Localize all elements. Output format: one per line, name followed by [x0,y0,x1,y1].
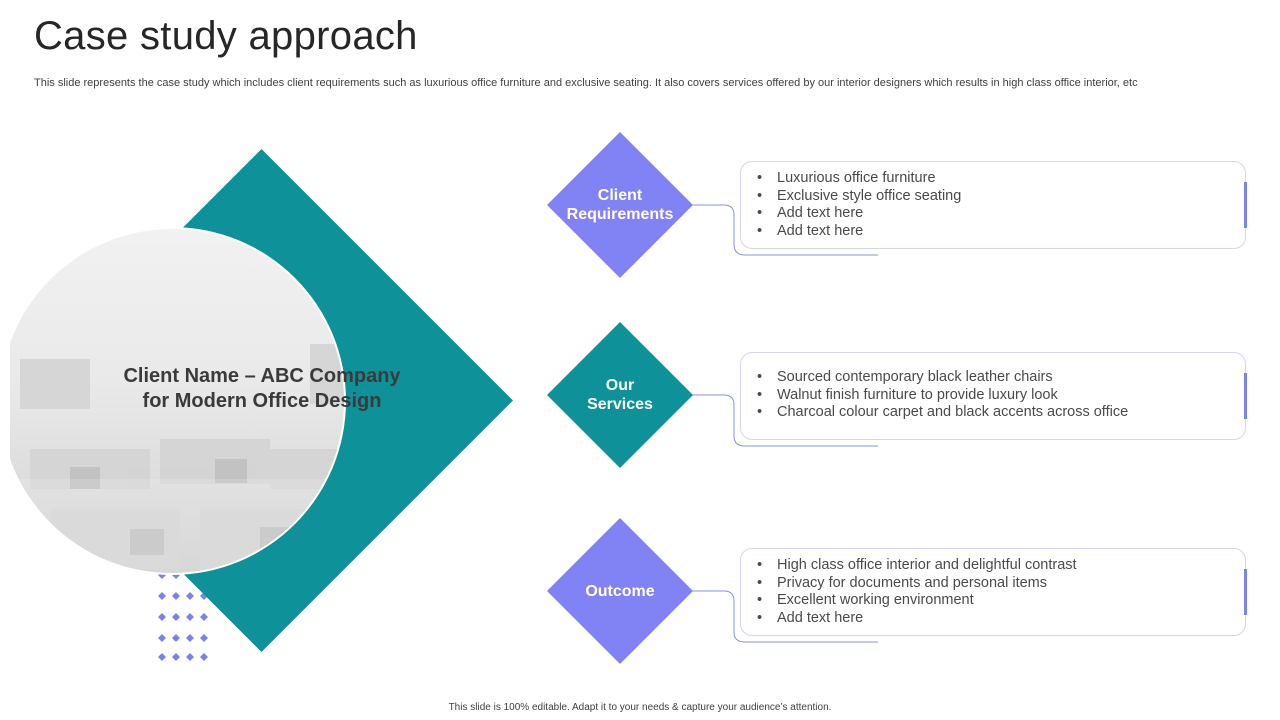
list-item: Add text here [749,205,1235,223]
list-item: Sourced contemporary black leather chair… [749,369,1235,387]
client-requirements-list: Luxurious office furniture Exclusive sty… [749,170,1235,240]
our-services-box: Sourced contemporary black leather chair… [740,352,1247,440]
list-item: Exclusive style office seating [749,188,1235,206]
page-subtitle: This slide represents the case study whi… [34,77,1138,89]
list-item: Walnut finish furniture to provide luxur… [749,387,1235,405]
list-item: Excellent working environment [749,592,1235,610]
our-services-list: Sourced contemporary black leather chair… [749,369,1235,422]
client-name: Client Name – ABC Company for Modern Off… [123,365,401,412]
outcome-diamond: Outcome [547,518,693,664]
list-item: Luxurious office furniture [749,170,1235,188]
client-diamond [10,149,513,652]
client-requirements-box: Luxurious office furniture Exclusive sty… [740,161,1247,249]
list-item: Privacy for documents and personal items [749,575,1235,593]
box-accent-bar [1244,182,1247,228]
our-services-diamond: Our Services [547,322,693,468]
outcome-list: High class office interior and delightfu… [749,557,1235,627]
client-diamond-graphic [10,149,513,652]
client-requirements-diamond: Client Requirements [547,132,693,278]
box-accent-bar [1244,373,1247,419]
office-photo [10,229,344,573]
list-item: Add text here [749,610,1235,628]
outcome-box: High class office interior and delightfu… [740,548,1247,636]
list-item: Add text here [749,223,1235,241]
list-item: Charcoal colour carpet and black accents… [749,404,1235,422]
box-accent-bar [1244,569,1247,615]
client-requirements-label: Client Requirements [566,187,674,223]
page-title: Case study approach [34,14,418,58]
list-item: High class office interior and delightfu… [749,557,1235,575]
footer-note: This slide is 100% editable. Adapt it to… [448,702,832,713]
outcome-label: Outcome [585,582,655,600]
our-services-label: Our Services [587,377,653,413]
